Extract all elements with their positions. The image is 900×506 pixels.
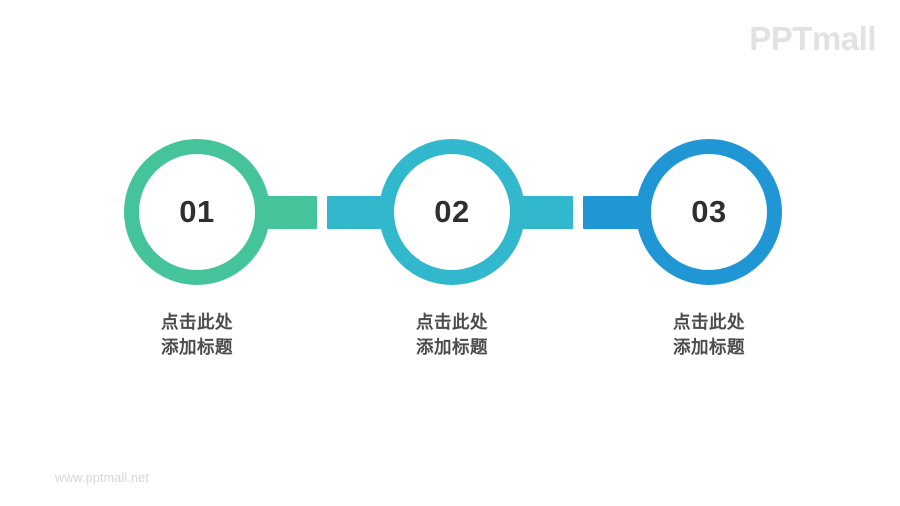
process-step-02[interactable]: 02 [379,139,525,285]
step-02-caption[interactable]: 点击此处 添加标题 [352,311,552,362]
step-03-caption[interactable]: 点击此处 添加标题 [609,311,809,362]
connector-01-to-02-right-segment [327,196,389,229]
step-03-caption-line-1: 点击此处 [673,313,745,333]
step-02-caption-line-2: 添加标题 [416,338,488,359]
process-step-03[interactable]: 03 [636,139,782,285]
step-01-caption-line-1: 点击此处 [161,313,233,333]
footer-watermark: www.pptmall.net [55,471,150,485]
process-step-01[interactable]: 01 [124,139,270,285]
step-03-caption-line-2: 添加标题 [673,338,745,359]
step-02-number: 02 [434,194,470,229]
pptmall-logo: PPTmall [749,20,876,57]
connector-02-to-03-right-segment [583,196,645,229]
step-01-caption-line-2: 添加标题 [161,338,233,359]
step-01-number: 01 [179,194,215,229]
step-01-caption[interactable]: 点击此处 添加标题 [97,311,297,362]
step-03-number: 03 [691,194,727,229]
step-02-caption-line-1: 点击此处 [416,313,488,333]
